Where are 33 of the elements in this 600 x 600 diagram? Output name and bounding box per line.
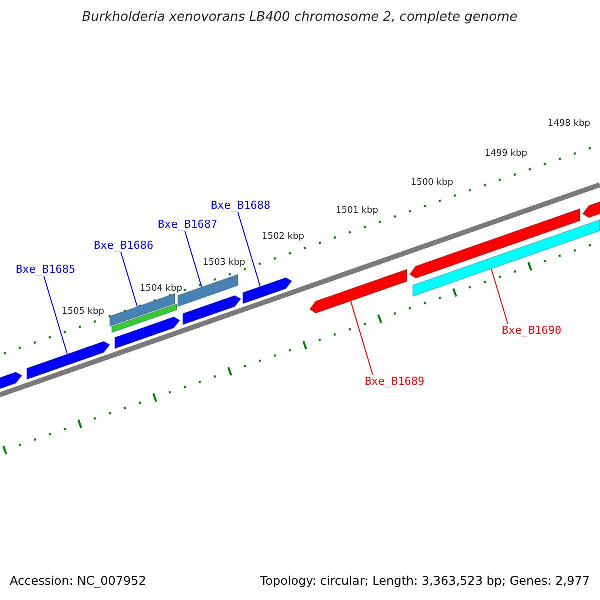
leader-line (184, 230, 202, 288)
leader-line (120, 252, 138, 308)
gene-label: Bxe_B1688 (211, 199, 271, 212)
scale-label: 1501 kbp (336, 206, 378, 216)
gene-label: Bxe_B1685 (16, 263, 76, 276)
scale-label: 1502 kbp (262, 232, 304, 242)
gene-block (114, 316, 181, 350)
scale-label: 1503 kbp (203, 258, 246, 268)
leader-line (44, 276, 68, 355)
leader-line (238, 212, 261, 288)
gene-block (242, 277, 293, 304)
scale-label: 1505 kbp (62, 307, 104, 317)
leader-line (491, 268, 508, 324)
gene-block (409, 208, 580, 279)
gene-block (0, 372, 23, 392)
gene-block (412, 219, 600, 298)
gene-label: Bxe_B1686 (94, 239, 154, 252)
genome-info-text: Topology: circular; Length: 3,363,523 bp; Genes: 2,977 (260, 574, 590, 588)
scale-label: 1500 kbp (411, 178, 454, 188)
title: Burkholderia xenovorans LB400 chromosome 2, complete genome (82, 10, 518, 25)
gene-block (309, 269, 408, 314)
gene-label: Bxe_B1690 (502, 324, 562, 337)
gene-block (112, 304, 178, 334)
gene-block (26, 341, 111, 380)
gene-block (110, 293, 176, 328)
scale-label: 1499 kbp (485, 149, 528, 159)
accession-text: Accession: NC_007952 (10, 574, 146, 588)
gene-label: Bxe_B1689 (365, 375, 425, 388)
gene-block (182, 295, 242, 326)
scale-label: 1498 kbp (548, 119, 590, 129)
gene-label: Bxe_B1687 (158, 218, 218, 231)
scale-label: 1504 kbp (140, 284, 182, 294)
leader-line (350, 300, 374, 376)
